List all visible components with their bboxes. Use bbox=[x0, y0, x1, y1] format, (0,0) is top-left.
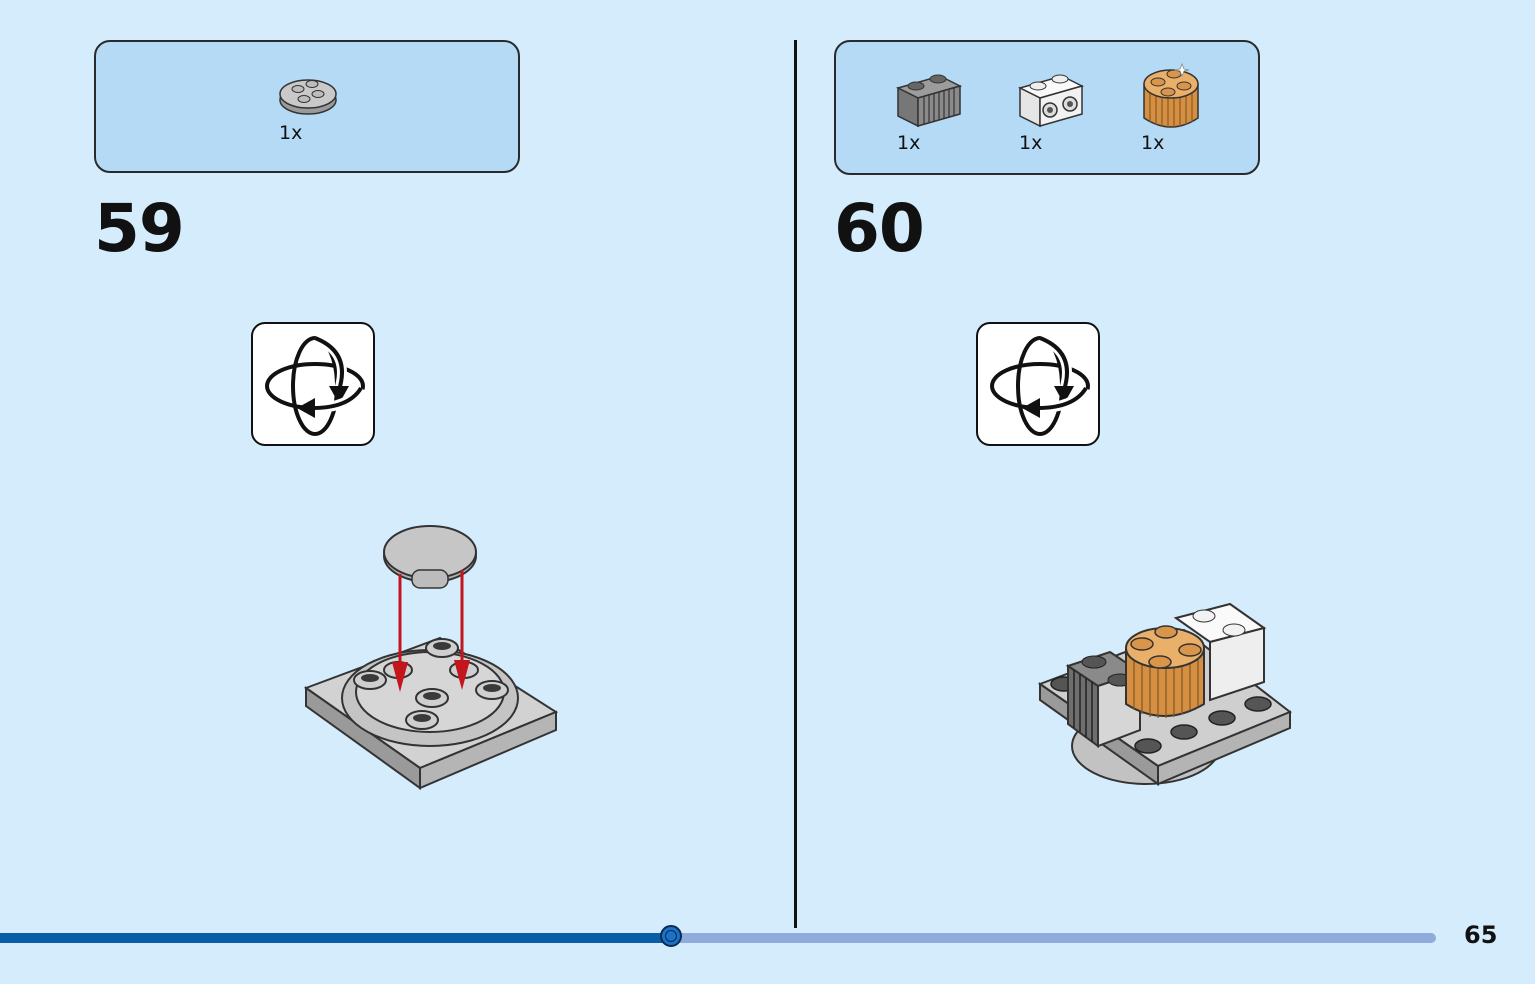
gold-round-brick-icon bbox=[1143, 62, 1199, 128]
part-white-brick: 1x bbox=[1016, 66, 1096, 166]
rotate-model-icon bbox=[976, 322, 1100, 446]
white-brick-icon bbox=[1017, 74, 1085, 128]
part-gold-round-brick: 1x bbox=[1138, 60, 1218, 166]
progress-track bbox=[0, 933, 1436, 943]
page-number: 65 bbox=[1464, 921, 1498, 949]
part-quantity: 1x bbox=[1019, 132, 1043, 154]
part-quantity: 1x bbox=[279, 122, 303, 144]
part-dark-gray-grille-brick: 1x bbox=[894, 66, 974, 166]
red-down-arrow-icon bbox=[392, 570, 470, 692]
round-plate-icon bbox=[279, 79, 337, 115]
step-number-59: 59 bbox=[94, 190, 185, 267]
part-quantity: 1x bbox=[897, 132, 921, 154]
parts-box-step-59: 1x bbox=[94, 40, 520, 173]
grille-brick-icon bbox=[895, 74, 963, 128]
part-quantity: 1x bbox=[1141, 132, 1165, 154]
rotate-model-icon bbox=[251, 322, 375, 446]
progress-fill bbox=[0, 933, 671, 943]
model-step-59 bbox=[300, 520, 570, 804]
part-round-plate: 1x bbox=[276, 72, 346, 152]
progress-knob[interactable] bbox=[660, 925, 682, 947]
model-step-60 bbox=[1034, 596, 1296, 800]
parts-box-step-60: 1x 1x bbox=[834, 40, 1260, 175]
step-number-60: 60 bbox=[834, 190, 925, 267]
page-divider bbox=[794, 40, 797, 928]
